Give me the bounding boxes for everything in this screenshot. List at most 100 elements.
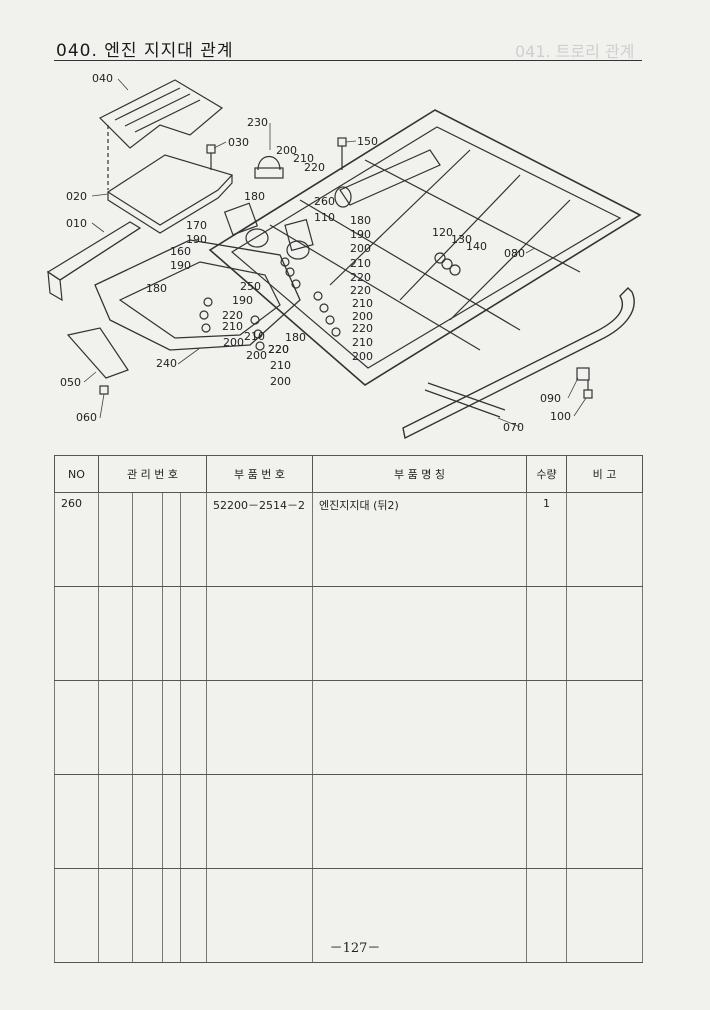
cell-mgmt-4 bbox=[179, 774, 208, 869]
callout: 020 bbox=[66, 190, 87, 203]
callout-labels: 040 030 230 150 200 210 220 180 260 110 … bbox=[60, 72, 571, 434]
callout: 180 bbox=[146, 282, 167, 295]
callout: 170 bbox=[186, 219, 207, 232]
cell-part-no bbox=[206, 680, 314, 775]
callout: 200 bbox=[223, 336, 244, 349]
callout: 180 bbox=[285, 331, 306, 344]
callout: 120 bbox=[432, 226, 453, 239]
callout: 200 bbox=[352, 310, 373, 323]
callout: 210 bbox=[293, 152, 314, 165]
cell-mgmt-4 bbox=[179, 868, 208, 963]
cell-no: 260 bbox=[54, 492, 99, 587]
cell-mgmt-4 bbox=[179, 492, 208, 587]
bleed-through-title: 041. 트로리 관계 bbox=[515, 42, 635, 61]
callout: 080 bbox=[504, 247, 525, 260]
callout: 060 bbox=[76, 411, 97, 424]
cell-qty bbox=[526, 868, 568, 963]
part-050-plate bbox=[66, 327, 129, 379]
callout: 200 bbox=[350, 242, 371, 255]
callout: 210 bbox=[270, 359, 291, 372]
frame-outline bbox=[208, 109, 642, 386]
table-row bbox=[54, 680, 644, 775]
fastener-chain-right bbox=[280, 257, 341, 337]
callout: 250 bbox=[240, 280, 261, 293]
cell-no bbox=[54, 774, 99, 869]
exploded-parts-diagram: 040 030 230 150 200 210 220 180 260 110 … bbox=[46, 72, 642, 440]
part-040-cover bbox=[98, 79, 224, 149]
callout: 190 bbox=[350, 228, 371, 241]
cell-mgmt-2 bbox=[132, 586, 163, 681]
callout: 190 bbox=[186, 233, 207, 246]
col-header-part-no: 부 품 번 호 bbox=[206, 455, 314, 493]
cell-mgmt-2 bbox=[132, 492, 163, 587]
callout: 220 bbox=[222, 309, 243, 322]
cell-qty bbox=[526, 774, 568, 869]
cell-part-no bbox=[206, 586, 314, 681]
callout: 130 bbox=[451, 233, 472, 246]
callout: 210 bbox=[352, 297, 373, 310]
callout: 220 bbox=[350, 271, 371, 284]
cell-part-name bbox=[312, 868, 528, 963]
callout: 180 bbox=[244, 190, 265, 203]
callout: 200 bbox=[246, 349, 267, 362]
callout: 210 bbox=[352, 336, 373, 349]
callout: 010 bbox=[66, 217, 87, 230]
cell-remark bbox=[566, 868, 644, 963]
callout: 050 bbox=[60, 376, 81, 389]
cell-remark bbox=[566, 680, 644, 775]
cell-remark bbox=[566, 774, 644, 869]
callout: 240 bbox=[156, 357, 177, 370]
cell-mgmt-1 bbox=[98, 868, 133, 963]
table-row bbox=[54, 586, 644, 681]
callout: 070 bbox=[503, 421, 524, 434]
part-070-bar bbox=[402, 287, 635, 440]
callout: 190 bbox=[232, 294, 253, 307]
cell-remark bbox=[566, 586, 644, 681]
callout: 200 bbox=[352, 350, 373, 363]
cell-no bbox=[54, 586, 99, 681]
callout: 140 bbox=[466, 240, 487, 253]
cell-mgmt-3 bbox=[162, 774, 181, 869]
page-title: 040. 엔진 지지대 관계 bbox=[56, 41, 234, 61]
table-header-row: NO 관 리 번 호 부 품 번 호 부 품 명 칭 수량 비 고 bbox=[54, 455, 644, 493]
callout: 220 bbox=[352, 322, 373, 335]
cell-qty bbox=[526, 586, 568, 681]
table-row bbox=[54, 868, 644, 963]
cell-qty bbox=[526, 680, 568, 775]
callout: 210 bbox=[222, 320, 243, 333]
callout: 220 bbox=[268, 343, 289, 356]
cell-part-name bbox=[312, 774, 528, 869]
cell-qty: 1 bbox=[526, 492, 568, 587]
cell-mgmt-1 bbox=[98, 586, 133, 681]
table-row bbox=[54, 774, 644, 869]
cell-remark bbox=[566, 492, 644, 587]
cell-mgmt-2 bbox=[132, 680, 163, 775]
cell-mgmt-3 bbox=[162, 680, 181, 775]
callout: 210 bbox=[350, 257, 371, 270]
callout: 200 bbox=[270, 375, 291, 388]
cell-mgmt-4 bbox=[179, 586, 208, 681]
table-row: 260 52200－2514－2 엔진지지대 (뒤2) 1 bbox=[54, 492, 644, 587]
part-020-plate bbox=[106, 154, 234, 226]
callout: 220 bbox=[350, 284, 371, 297]
callout: 190 bbox=[170, 259, 191, 272]
callout: 200 bbox=[276, 144, 297, 157]
fastener-chain-left bbox=[199, 297, 265, 351]
cell-part-no bbox=[206, 868, 314, 963]
cell-part-no bbox=[206, 774, 314, 869]
col-header-qty: 수량 bbox=[526, 455, 568, 493]
frame-inner bbox=[230, 126, 622, 369]
part-010-rail bbox=[46, 221, 142, 281]
cell-mgmt-1 bbox=[98, 680, 133, 775]
cell-mgmt-2 bbox=[132, 868, 163, 963]
callout: 150 bbox=[357, 135, 378, 148]
callout: 230 bbox=[247, 116, 268, 129]
callout: 100 bbox=[550, 410, 571, 423]
cell-mgmt-1 bbox=[98, 774, 133, 869]
cell-mgmt-4 bbox=[179, 680, 208, 775]
callout: 220 bbox=[304, 161, 325, 174]
callout: 090 bbox=[540, 392, 561, 405]
cell-part-name bbox=[312, 680, 528, 775]
cell-part-name: 엔진지지대 (뒤2) bbox=[312, 492, 528, 587]
cell-part-no: 52200－2514－2 bbox=[206, 492, 314, 587]
